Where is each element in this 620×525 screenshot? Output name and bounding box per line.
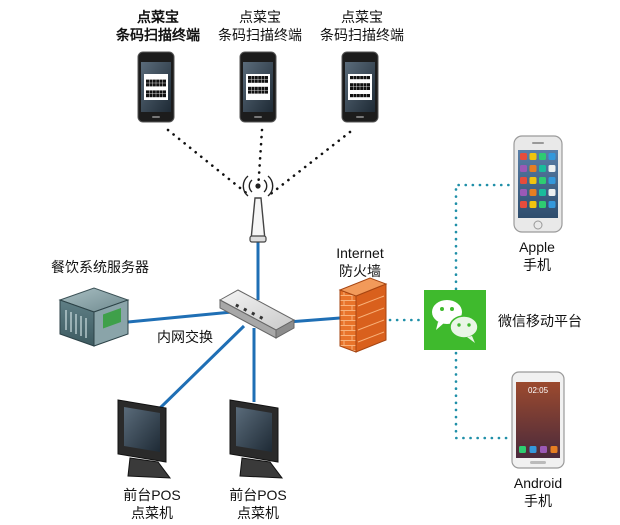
link-wechat-android	[454, 344, 514, 440]
barcode-terminal-icon	[341, 51, 379, 123]
server-label: 餐饮系统服务器	[51, 259, 149, 275]
barcode-terminal-icon	[239, 51, 277, 123]
android-clock: 02:05	[528, 386, 549, 395]
wifi-link-terminal-2	[256, 128, 264, 192]
switch-icon	[218, 289, 296, 339]
terminal-1-label: 点菜宝条码扫描终端	[116, 9, 200, 43]
wifi-link-terminal-1	[166, 128, 252, 198]
wireless-antenna-icon	[242, 175, 274, 243]
pos-terminal-icon	[229, 399, 284, 479]
terminal-2-label: 点菜宝条码扫描终端	[218, 9, 302, 43]
link-wechat-apple	[454, 183, 514, 298]
firewall-icon	[338, 277, 388, 353]
server-icon	[58, 287, 130, 347]
link-switch-firewall	[287, 316, 341, 324]
pos-terminals	[117, 399, 284, 479]
pos-terminal-icon	[117, 399, 172, 479]
internet-links	[388, 183, 514, 440]
android-phone-icon: 02:05	[511, 371, 565, 469]
link-switch-server	[127, 310, 233, 324]
wechat-label: 微信移动平台	[498, 313, 582, 329]
link-switch-pos-left	[156, 324, 246, 412]
terminal-3-label: 点菜宝条码扫描终端	[320, 9, 404, 43]
switch-label: 内网交换	[157, 329, 213, 345]
wireless-links	[166, 128, 352, 198]
wechat-icon	[424, 290, 486, 350]
barcode-terminals	[137, 51, 379, 123]
wifi-link-terminal-3	[266, 130, 352, 198]
apple-phone-icon	[513, 135, 563, 233]
barcode-terminal-icon	[137, 51, 175, 123]
wired-links	[127, 240, 341, 412]
